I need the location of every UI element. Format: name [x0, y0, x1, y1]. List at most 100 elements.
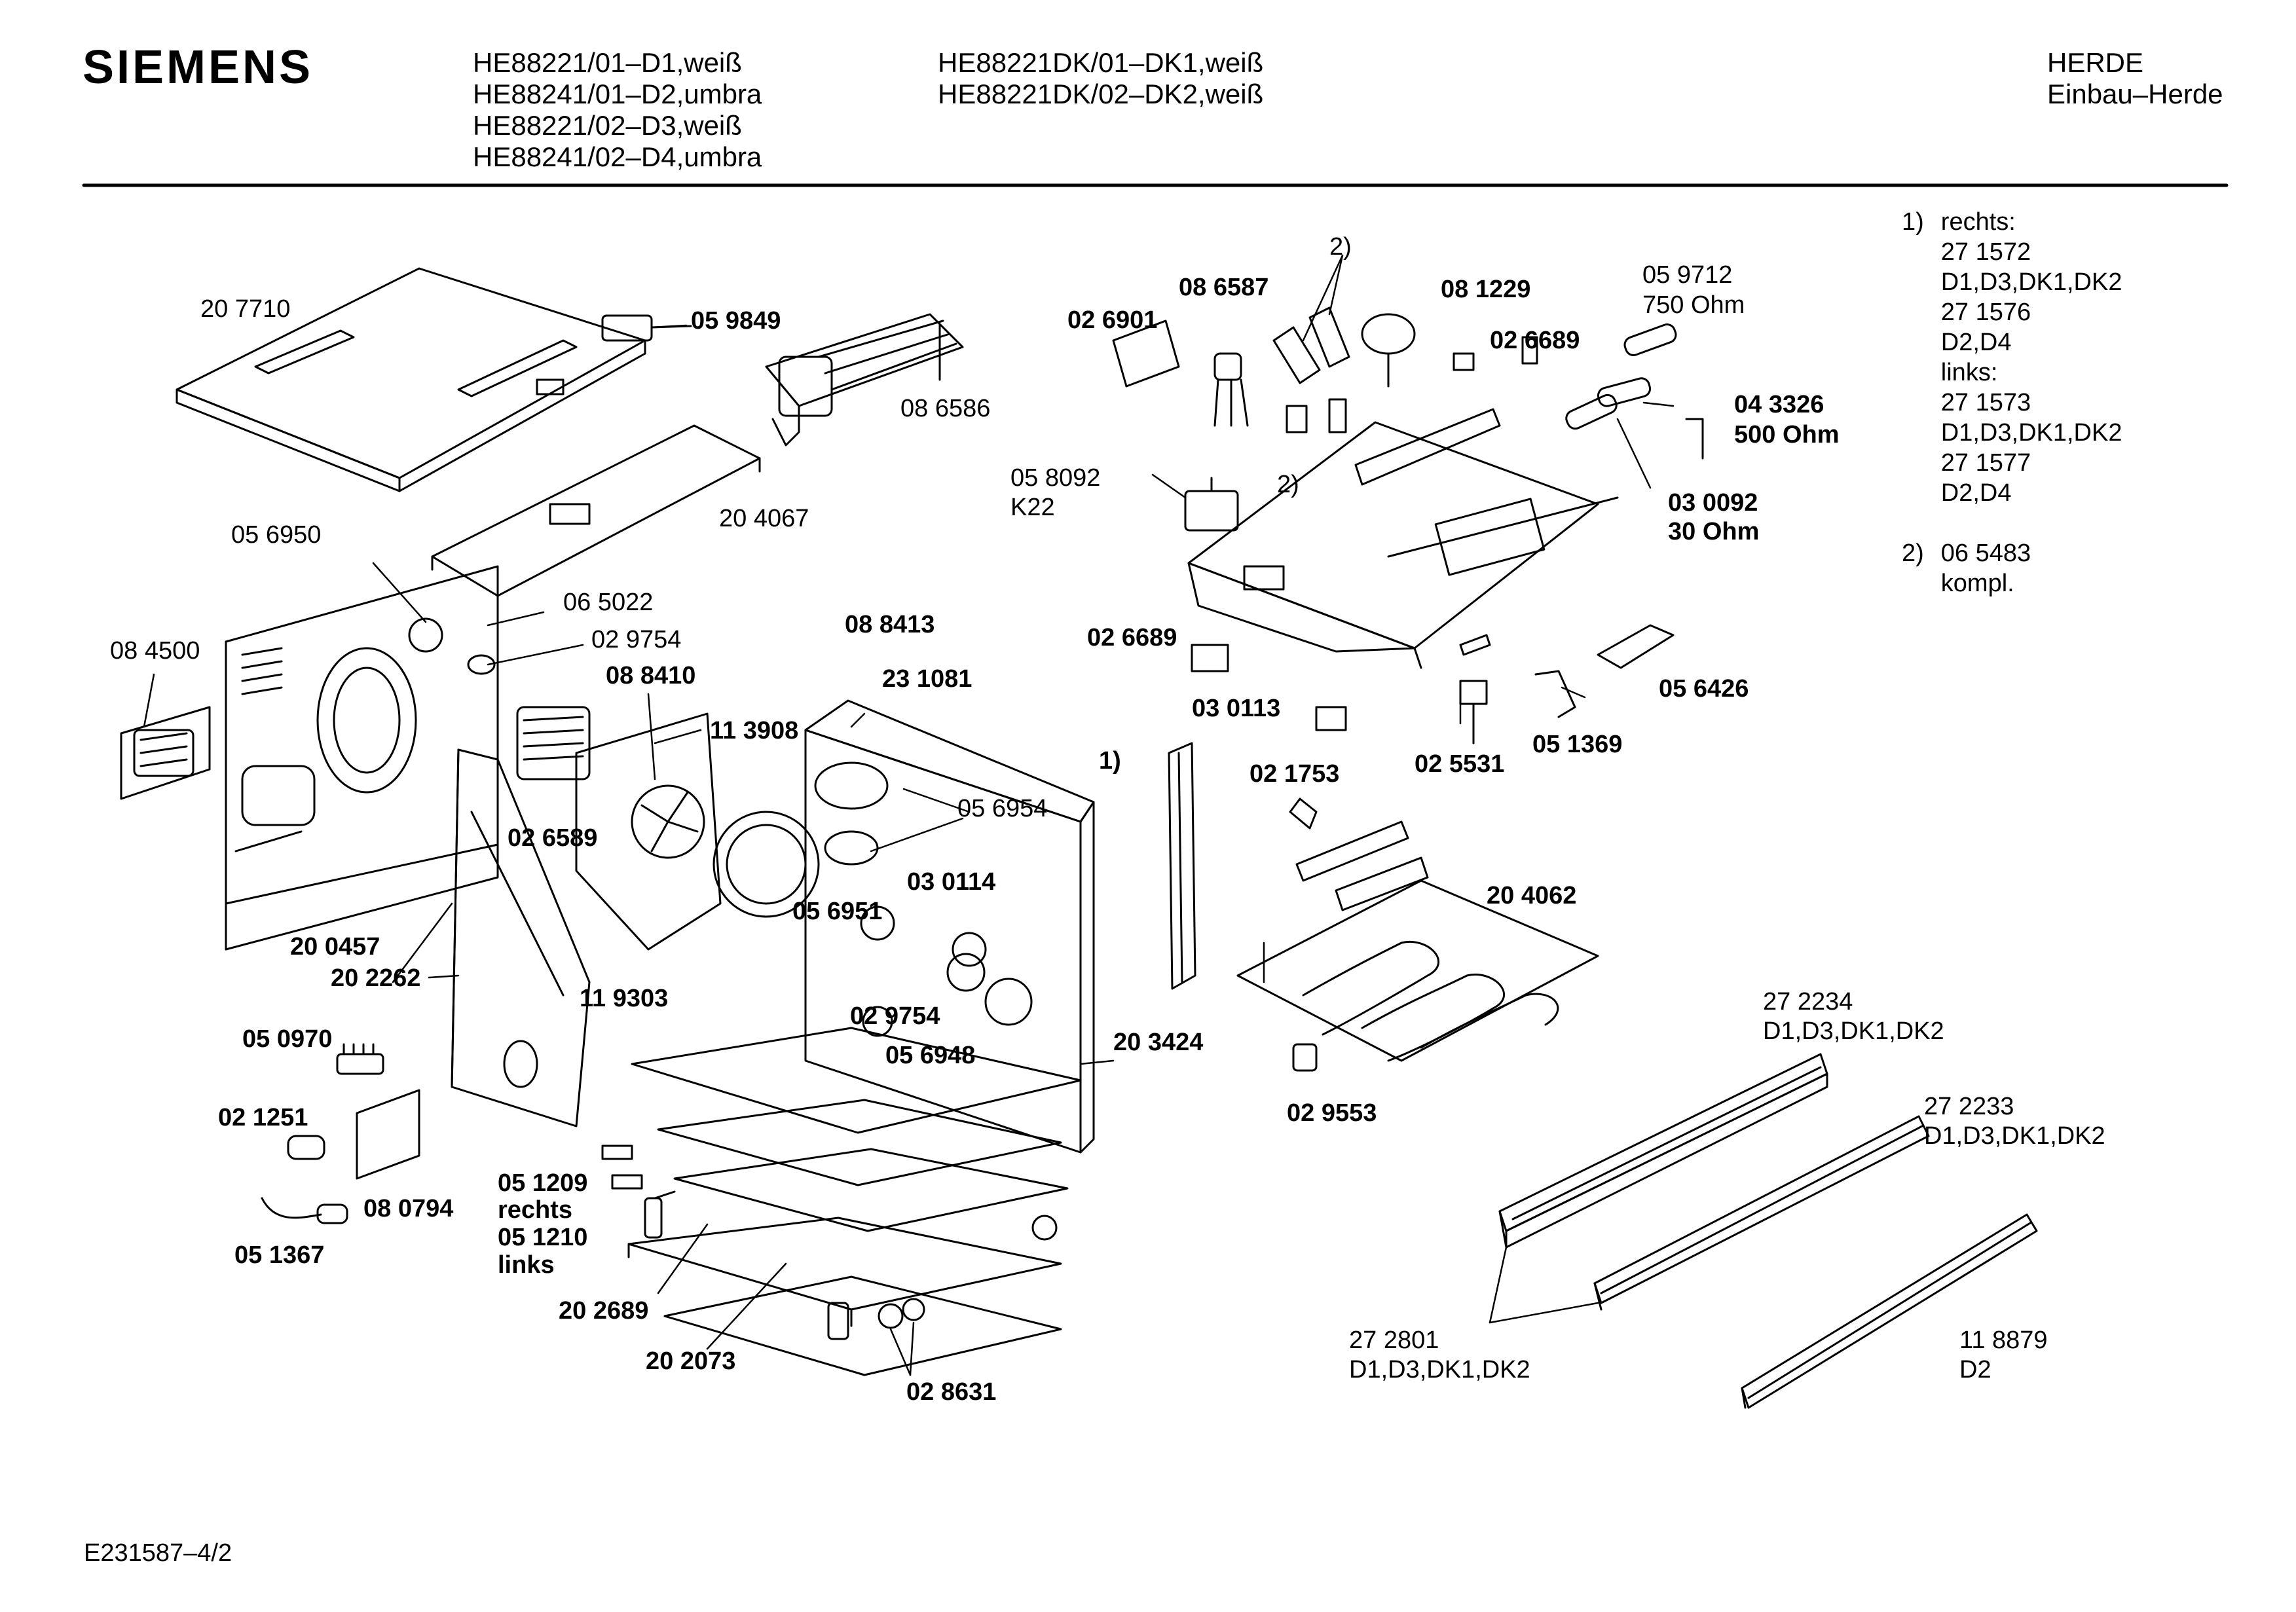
part-label: 02 1753: [1250, 760, 1340, 788]
brand-logo: SIEMENS: [83, 41, 314, 94]
part-label: 02 9754: [591, 626, 682, 653]
part-label: 05 6948: [885, 1042, 976, 1069]
note-line: links:: [1940, 359, 1998, 386]
part-label: 20 0457: [290, 933, 380, 961]
part-label: links: [498, 1251, 555, 1279]
side-panel-drawing: [452, 750, 589, 1126]
part-label: 02 6589: [508, 824, 598, 852]
part-label: 05 8092: [1010, 464, 1101, 492]
cable-clip-drawing: [1460, 635, 1490, 743]
part-label: 05 9849: [691, 307, 781, 335]
model-line: HE88221/01–D1,weiß: [473, 47, 742, 78]
part-label: 27 2233: [1924, 1093, 2014, 1120]
connector-drawing: [1523, 337, 1537, 363]
part-label: D2: [1959, 1356, 1991, 1383]
plug-drawing: [468, 655, 494, 674]
part-label: 05 1209: [498, 1169, 588, 1197]
part-label: 08 0794: [363, 1195, 454, 1222]
part-label: 06 5022: [563, 589, 654, 616]
thermostat-drawing: [1215, 354, 1248, 426]
category-label: HERDE Einbau–Herde: [2047, 47, 2223, 110]
part-label: 20 2689: [559, 1297, 649, 1325]
part-label: 30 Ohm: [1668, 518, 1760, 545]
part-label: 02 5531: [1415, 750, 1505, 778]
part-label: 1): [1099, 747, 1121, 775]
part-label: 05 6954: [957, 795, 1048, 822]
part-label: 03 0114: [907, 868, 996, 896]
part-label: 11 3908: [710, 717, 799, 744]
model-line: HE88241/01–D2,umbra: [473, 79, 762, 109]
part-label: 08 6586: [900, 395, 991, 422]
trim-strip-2-drawing: [1595, 1116, 1929, 1310]
fan-motor-drawing: [517, 707, 704, 858]
clamp-drawing: [1293, 1044, 1316, 1071]
part-label: 2): [1329, 233, 1352, 261]
part-label: 02 6689: [1490, 327, 1580, 354]
part-label: 20 4062: [1487, 882, 1577, 909]
bracket-clip-drawing: [1536, 671, 1575, 717]
part-label: 08 6587: [1179, 274, 1269, 301]
hinges-drawing: [602, 1146, 642, 1188]
grille-drawing: [121, 707, 210, 799]
part-label: rechts: [498, 1196, 573, 1224]
part-label: 20 2073: [646, 1347, 736, 1375]
note-2: 2) 06 5483 kompl.: [1902, 538, 2031, 598]
note-line: D2,D4: [1940, 329, 2012, 356]
part-label: 05 6426: [1659, 675, 1749, 703]
note-line: D1,D3,DK1,DK2: [1940, 268, 2122, 296]
part-label: 11 9303: [580, 985, 669, 1012]
part-label: 20 2262: [331, 964, 421, 992]
part-label: 23 1081: [882, 665, 972, 693]
note-1: 1) rechts: 27 1572 D1,D3,DK1,DK2 27 1576…: [1902, 207, 2122, 508]
part-label: 08 8410: [606, 662, 696, 689]
model-line: HE88221/02–D3,weiß: [473, 110, 742, 141]
document-id: E231587–4/2: [84, 1539, 232, 1567]
part-label: 05 1367: [234, 1241, 325, 1269]
tangential-fan-drawing: [766, 314, 963, 445]
connector-drawing: [1454, 354, 1473, 370]
part-label: 500 Ohm: [1734, 421, 1840, 449]
part-label: 05 9712: [1642, 261, 1733, 289]
part-label: 750 Ohm: [1642, 291, 1745, 319]
control-chassis-drawing: [1189, 409, 1618, 668]
trim-strip-3-drawing: [1742, 1215, 2037, 1408]
part-label: 27 2801: [1349, 1327, 1439, 1354]
part-label: D1,D3,DK1,DK2: [1349, 1356, 1530, 1383]
leader-lines: [144, 255, 1673, 1375]
fan-cover-drawing: [576, 714, 819, 949]
switch-pair-drawing: [1274, 308, 1349, 432]
part-label: 02 9754: [850, 1002, 940, 1030]
part-label: 08 8413: [845, 611, 935, 638]
note-line: D2,D4: [1940, 479, 2012, 507]
category: HERDE: [2047, 47, 2144, 78]
part-label: 02 1251: [218, 1104, 308, 1131]
note-line: 27 1573: [1940, 389, 2031, 416]
note-line: 06 5483: [1940, 540, 2031, 567]
part-label: 05 0970: [242, 1025, 333, 1053]
note-line: kompl.: [1940, 570, 2014, 597]
part-label: K22: [1010, 494, 1055, 521]
note-line: 27 1576: [1940, 299, 2031, 326]
oven-floor-drawing: [629, 1028, 1081, 1375]
model-line: HE88221DK/01–DK1,weiß: [938, 47, 1264, 78]
part-label: 11 8879: [1959, 1327, 2048, 1354]
top-panel-drawing: [432, 426, 760, 609]
part-label: 05 1369: [1532, 731, 1623, 758]
relay-drawing: [1185, 478, 1238, 530]
subcategory: Einbau–Herde: [2047, 79, 2223, 109]
part-label: 2): [1277, 471, 1299, 498]
model-line: HE88241/02–D4,umbra: [473, 141, 762, 172]
note-marker: 2): [1902, 540, 1924, 567]
part-label: 03 0092: [1668, 489, 1758, 517]
part-label: D1,D3,DK1,DK2: [1763, 1017, 1944, 1045]
part-label: 20 4067: [719, 505, 809, 532]
model-list-col2: HE88221DK/01–DK1,weiß HE88221DK/02–DK2,w…: [938, 47, 1263, 110]
resistors-drawing: [1564, 322, 1703, 458]
part-label: 05 6951: [792, 898, 883, 925]
note-marker: 1): [1902, 208, 1924, 236]
rear-wall-drawing: [226, 566, 498, 949]
bracket-drawing: [1113, 321, 1179, 386]
part-label: 08 4500: [110, 637, 200, 665]
note-line: 27 1572: [1940, 238, 2031, 266]
